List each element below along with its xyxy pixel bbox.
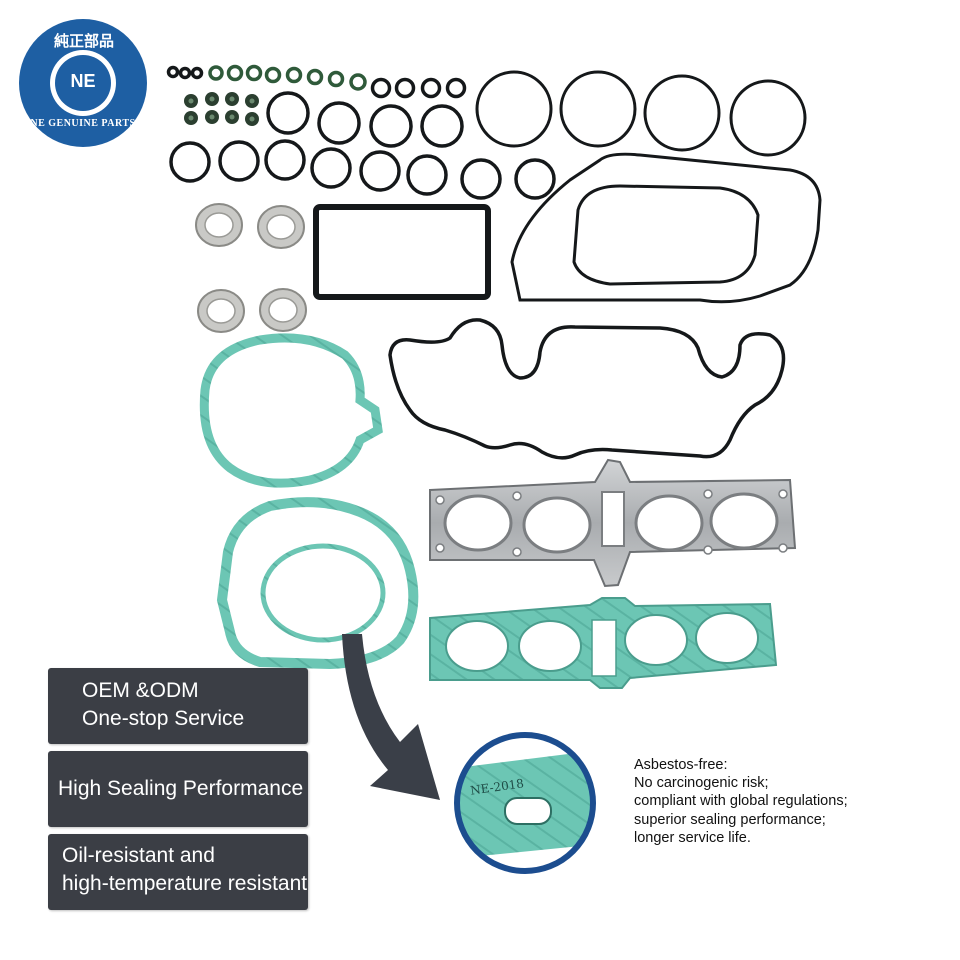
valve-stem-seals bbox=[184, 92, 259, 126]
note-line: Asbestos-free: bbox=[634, 757, 728, 773]
note-line: compliant with global regulations; bbox=[634, 793, 848, 810]
brand-logo-ring-text: NE GENUINE PARTS bbox=[30, 118, 136, 129]
note-line: No carcinogenic risk; bbox=[634, 775, 769, 792]
brand-logo-top-text: 純正部品 bbox=[53, 32, 114, 50]
note-line: longer service life. bbox=[634, 829, 751, 846]
feature-oem-odm: OEM &ODM One-stop Service bbox=[48, 668, 308, 744]
oil-pan-inner-seal bbox=[572, 184, 760, 286]
rectangular-rubber-gasket bbox=[313, 204, 491, 300]
cylinder-base-gasket bbox=[429, 597, 778, 689]
asbestos-free-note: Asbestos-free: No carcinogenic risk; com… bbox=[634, 756, 954, 847]
oil-pan-seal bbox=[510, 152, 822, 304]
feature-resistance-line-1: Oil-resistant and bbox=[62, 844, 215, 867]
clutch-cover-gasket bbox=[216, 497, 419, 670]
valve-cover-gasket bbox=[388, 318, 786, 460]
feature-sealing: High Sealing Performance bbox=[48, 751, 308, 827]
feature-oem-line-2: One-stop Service bbox=[82, 707, 245, 730]
feature-resistance: Oil-resistant and high-temperature resis… bbox=[48, 834, 308, 910]
cylinder-head-gasket bbox=[429, 458, 797, 588]
crush-washers bbox=[195, 203, 307, 333]
large-o-rings bbox=[475, 70, 807, 157]
side-cover-gasket bbox=[199, 333, 383, 488]
feature-oem-line-1: OEM &ODM bbox=[82, 679, 199, 702]
callout-arrow bbox=[342, 634, 440, 800]
brand-badge bbox=[19, 19, 147, 147]
medium-o-rings bbox=[169, 91, 556, 200]
note-line: superior sealing performance; bbox=[634, 811, 826, 828]
brand-logo-center-text: NE bbox=[70, 71, 96, 91]
zoom-callout bbox=[454, 732, 596, 874]
small-o-rings bbox=[166, 64, 467, 99]
feature-resistance-line-2: high-temperature resistant bbox=[62, 872, 308, 895]
feature-sealing-line-1: High Sealing Performance bbox=[58, 777, 304, 800]
clutch-cover-inner-gasket bbox=[260, 543, 386, 643]
